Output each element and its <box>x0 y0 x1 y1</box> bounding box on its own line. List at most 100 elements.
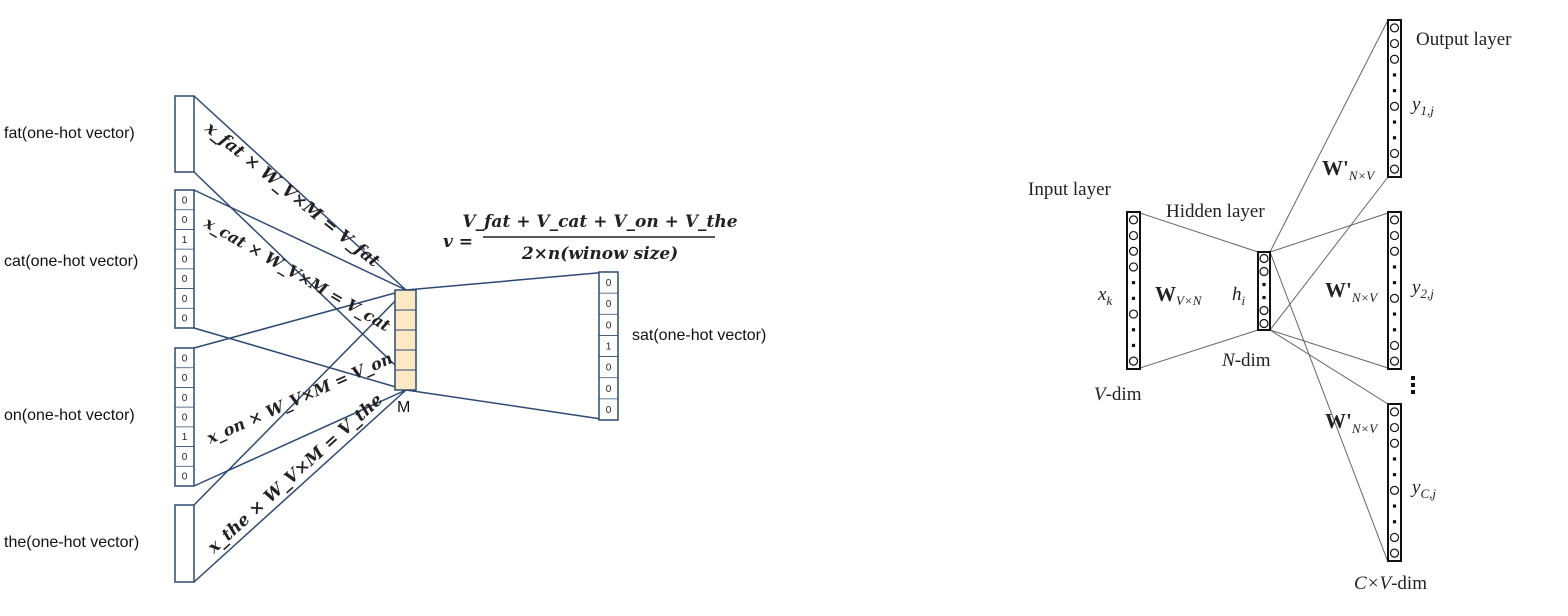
input-neuron <box>1128 230 1139 241</box>
output-layer-column-1 <box>1387 19 1402 178</box>
formula-numerator: V_fat + V_cat + V_on + V_the <box>462 212 737 232</box>
hidden-neuron <box>1259 305 1269 316</box>
output1-dots <box>1392 120 1397 124</box>
on-vector-cell: 0 <box>182 373 188 384</box>
sat-vector-cell: 0 <box>606 320 612 331</box>
hidden-dim-label: N-dim <box>1221 350 1271 371</box>
input-neuron <box>1128 309 1139 319</box>
output2-neuron <box>1389 215 1400 225</box>
hidden-layer-label: M <box>397 399 410 416</box>
hidden-variable: hi <box>1232 284 1246 308</box>
sat-vector-cell: 0 <box>606 299 612 310</box>
output3-dots <box>1392 520 1397 524</box>
output-label-sat: sat(one-hot vector) <box>632 327 766 344</box>
formula-denominator: 2×n(winow size) <box>521 244 678 264</box>
hidden-layer-m <box>394 289 417 391</box>
output1-neuron <box>1389 148 1400 159</box>
on-vector-cell: 0 <box>182 353 188 364</box>
cat-vector-cell: 0 <box>182 195 188 206</box>
equation-cat: x_cat × W_V×M = V_cat <box>200 213 394 336</box>
input-layer-label: Input layer <box>1028 179 1112 200</box>
hidden-layer-title: Hidden layer <box>1166 201 1265 222</box>
output2-neuron <box>1389 356 1400 366</box>
average-formula: v = V_fat + V_cat + V_on + V_the 2×n(win… <box>443 212 738 264</box>
output2-dots <box>1392 328 1397 332</box>
hidden-layer-column <box>1257 251 1271 331</box>
hidden-neuron <box>1259 266 1269 277</box>
output2-dots <box>1392 312 1397 316</box>
output-weight-matrix-1: W'N×V <box>1322 156 1376 183</box>
hidden-neuron <box>1259 318 1269 329</box>
input-neuron <box>1128 262 1139 272</box>
input-dim-label: V-dim <box>1094 384 1142 405</box>
output-variable-1: y1,j <box>1410 94 1434 118</box>
cbow-connections <box>193 95 609 583</box>
hidden-dots <box>1262 282 1266 287</box>
input-variable: xk <box>1097 284 1112 308</box>
output3-neuron <box>1389 422 1400 433</box>
input-dots <box>1131 296 1136 300</box>
on-vector-cell: 0 <box>182 393 188 404</box>
output-layer-label: Output layer <box>1416 29 1512 50</box>
output1-dots <box>1392 136 1397 140</box>
hidden-dots <box>1262 295 1266 300</box>
cat-vector-cell: 1 <box>182 235 188 246</box>
output2-neuron <box>1389 246 1400 256</box>
sat-vector-cell: 0 <box>606 363 612 374</box>
input-dots <box>1131 343 1136 348</box>
on-vector-cell: 0 <box>182 413 188 424</box>
formula-lhs: v = <box>443 232 473 252</box>
input-label-fat: fat(one-hot vector) <box>4 125 135 142</box>
output1-dots <box>1392 73 1397 77</box>
output1-neuron <box>1389 164 1400 174</box>
more-outputs-ellipsis <box>1411 376 1415 394</box>
output1-neuron <box>1389 23 1400 33</box>
output2-neuron <box>1389 293 1400 303</box>
output2-dots <box>1392 265 1397 269</box>
output1-neuron <box>1389 38 1400 49</box>
input-weight-matrix: WV×N <box>1155 282 1203 308</box>
one-hot-vector-on: 0 0 0 0 1 0 0 <box>174 347 195 487</box>
on-vector-cell: 0 <box>182 472 188 483</box>
output-layer-column-c <box>1387 403 1402 562</box>
output-weight-matrix-2: W'N×V <box>1325 278 1379 305</box>
skipgram-connections <box>1139 19 1389 563</box>
input-neuron <box>1128 246 1139 256</box>
one-hot-vector-the <box>174 504 195 583</box>
output3-neuron <box>1389 407 1400 417</box>
output2-neuron <box>1389 230 1400 241</box>
output-layer-column-2 <box>1387 211 1402 370</box>
sat-vector-cell: 0 <box>606 384 612 395</box>
output3-neuron <box>1389 485 1400 495</box>
on-vector-cell: 0 <box>182 452 188 463</box>
output3-neuron <box>1389 532 1400 543</box>
cat-vector-cell: 0 <box>182 215 188 226</box>
sat-vector-cell: 1 <box>606 342 612 353</box>
output-variable-2: y2,j <box>1410 277 1434 301</box>
cat-vector-cell: 0 <box>182 274 188 285</box>
output3-dots <box>1392 457 1397 461</box>
input-label-cat: cat(one-hot vector) <box>4 253 138 270</box>
equation-fat: x_fat × W_V×M = V_fat <box>200 118 383 272</box>
output1-neuron <box>1389 54 1400 64</box>
output3-dots <box>1392 504 1397 508</box>
output2-neuron <box>1389 340 1400 351</box>
on-vector-cell: 1 <box>182 432 188 443</box>
output3-dots <box>1392 473 1397 477</box>
input-neuron <box>1128 356 1139 366</box>
output3-neuron <box>1389 548 1400 558</box>
input-dots <box>1131 281 1136 285</box>
output1-dots <box>1392 89 1397 93</box>
output2-dots <box>1392 281 1397 285</box>
output1-neuron <box>1389 101 1400 111</box>
input-label-the: the(one-hot vector) <box>4 534 139 551</box>
output-dim-label: C×V-dim <box>1354 573 1427 594</box>
input-neuron <box>1128 215 1139 225</box>
input-label-on: on(one-hot vector) <box>4 407 135 424</box>
sat-vector-cell: 0 <box>606 405 612 416</box>
cat-vector-cell: 0 <box>182 314 188 325</box>
